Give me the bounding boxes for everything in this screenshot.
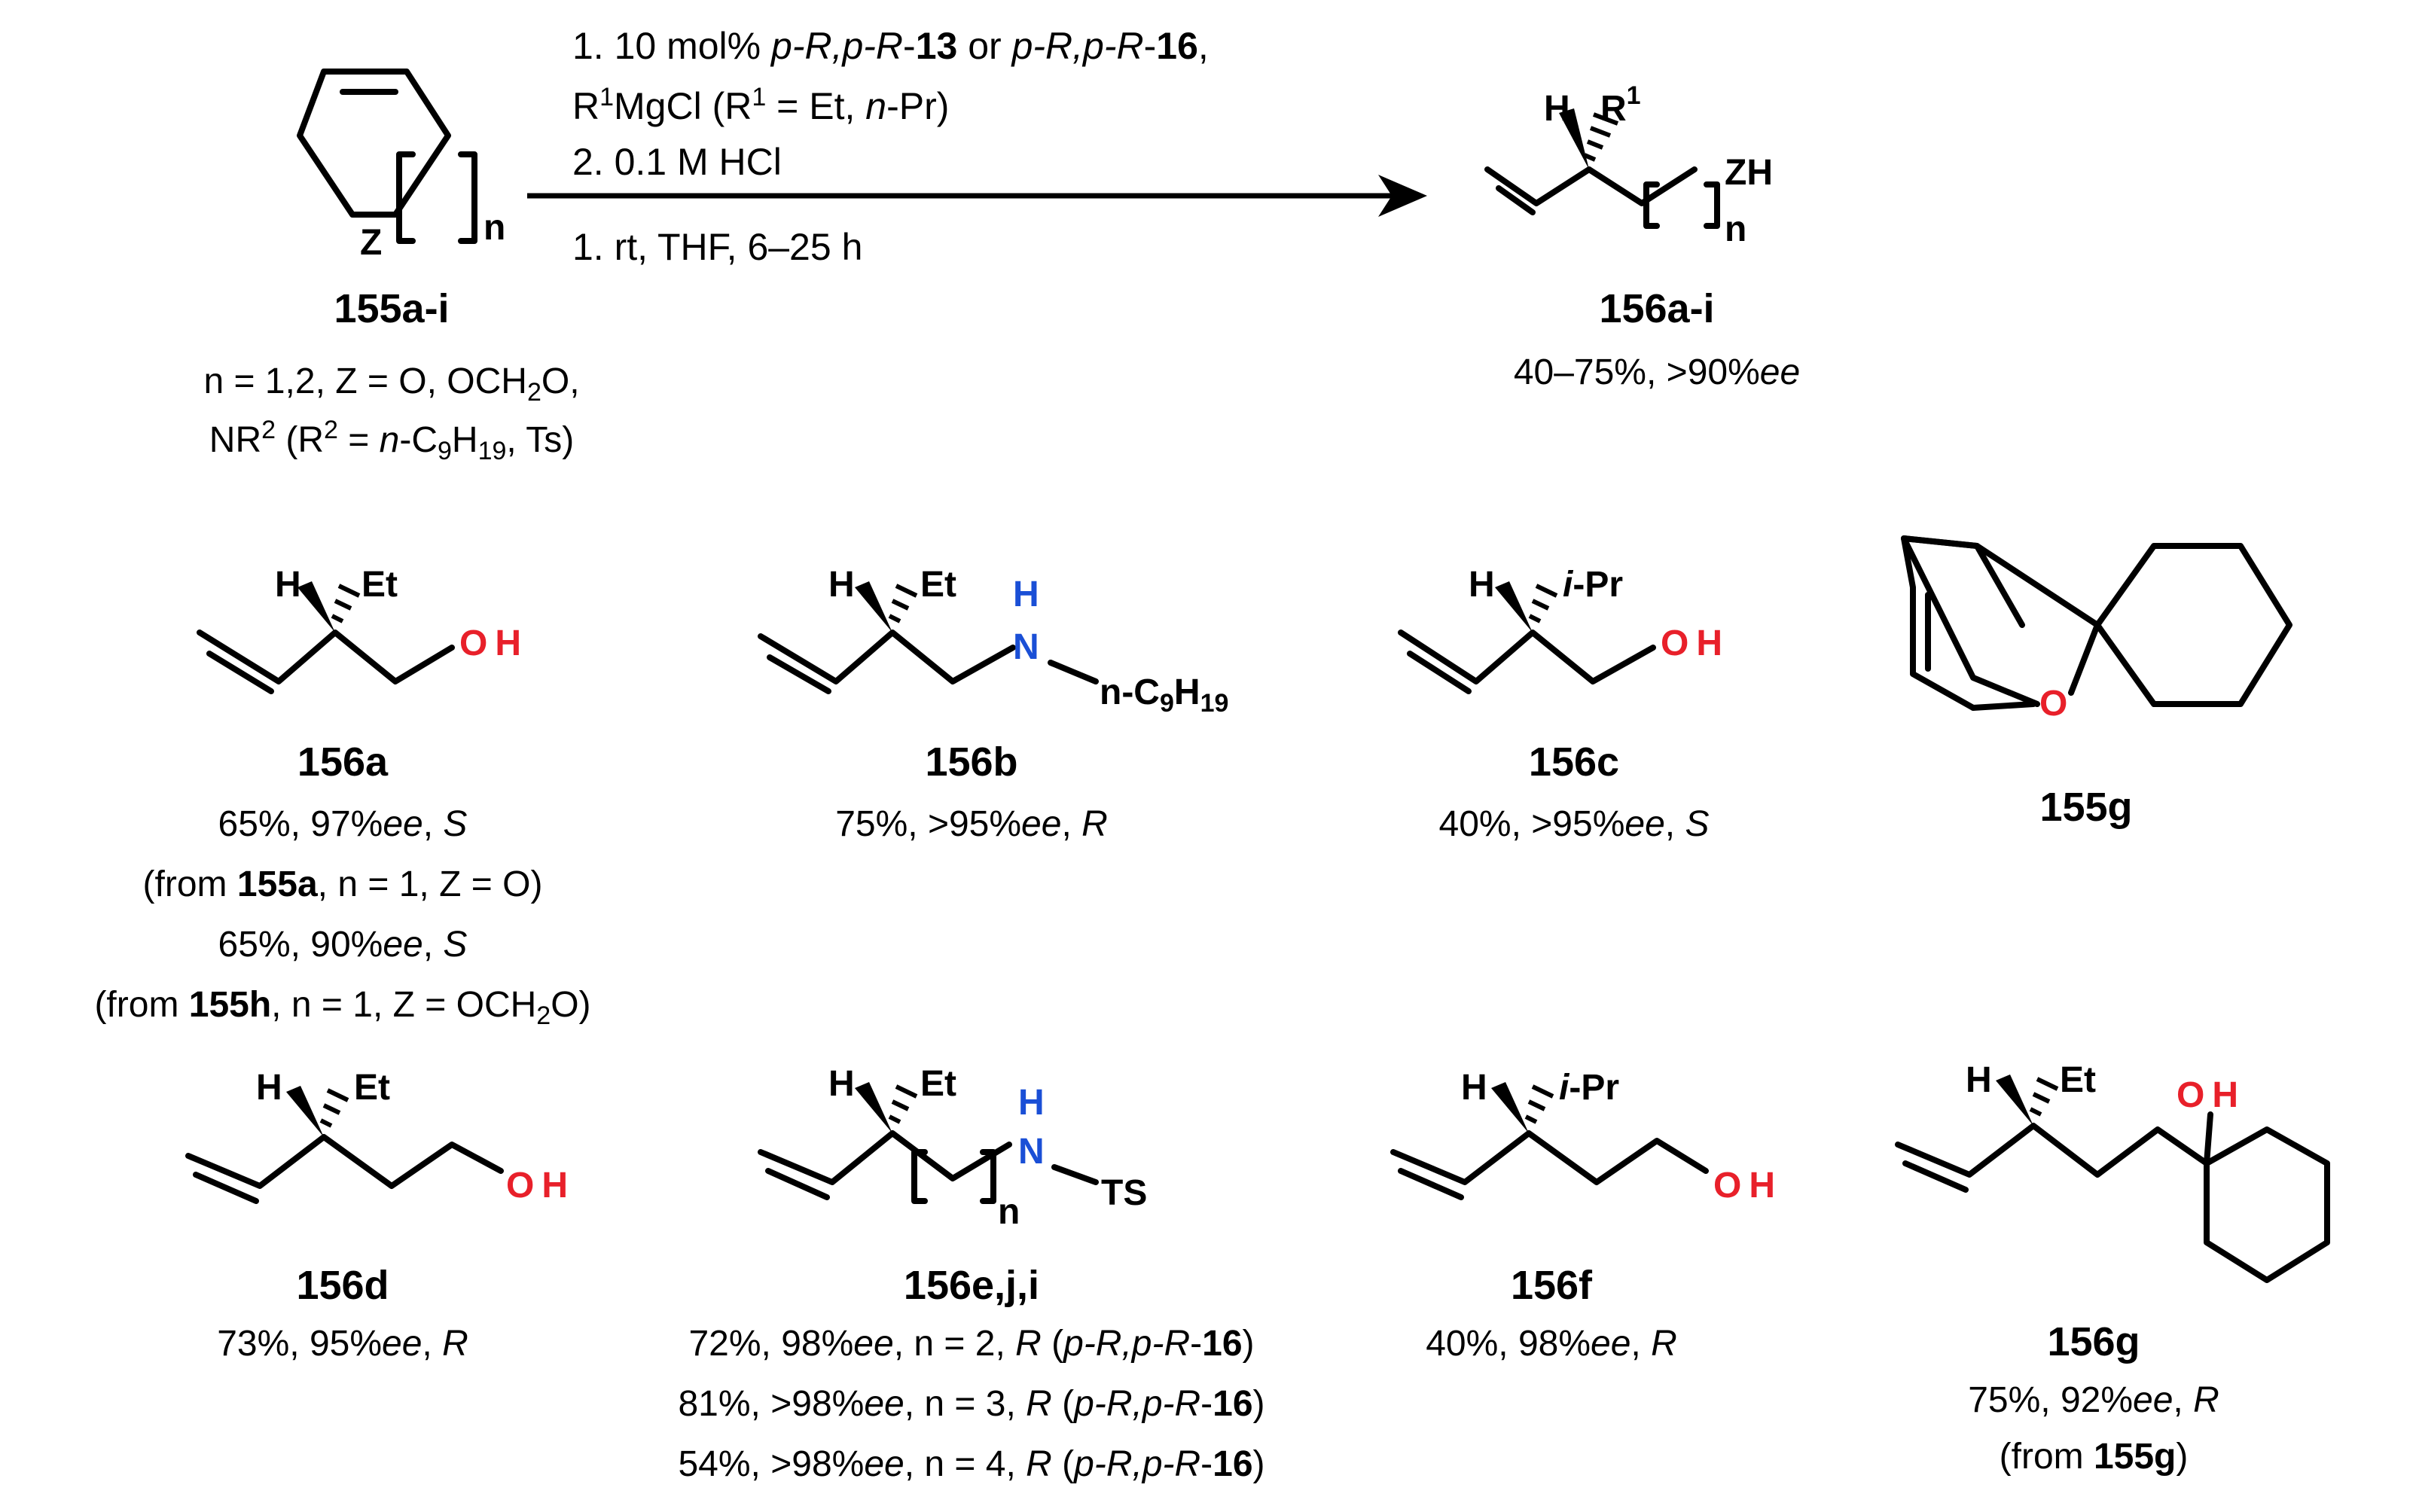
yield-156c: 40%, >95%ee, S xyxy=(1439,804,1710,844)
atom-Et: Et xyxy=(920,565,956,605)
atom-Z: Z xyxy=(360,223,382,263)
compound-label-156a: 156a xyxy=(297,739,389,785)
yield-156a-2: (from 155a, n = 1, Z = O) xyxy=(143,864,543,904)
yield-156f: 40%, 98%ee, R xyxy=(1426,1324,1677,1364)
atom-H: H xyxy=(828,565,855,605)
atom-Et: Et xyxy=(2060,1060,2096,1100)
atom-NH-H: H xyxy=(1018,1083,1045,1123)
atom-Et: Et xyxy=(354,1068,390,1108)
yield-156a-3: 65%, 90%ee, S xyxy=(218,925,468,965)
product-156a-i-structure: H R1 ZH n xyxy=(1484,81,1773,249)
substrate-155a-i-structure: Z n xyxy=(297,69,505,263)
atom-Et: Et xyxy=(920,1064,956,1104)
compound-label-156e: 156e,j,i xyxy=(904,1263,1039,1308)
compound-label-156b: 156b xyxy=(925,739,1017,785)
atom-R1: R1 xyxy=(1600,81,1641,129)
yield-156g-1: 75%, 92%ee, R xyxy=(1968,1380,2219,1420)
compound-label-156c: 156c xyxy=(1529,739,1619,785)
atom-H: H xyxy=(256,1068,282,1108)
compound-156b-structure: H Et H N n-C9H19 xyxy=(758,565,1228,718)
atom-TS: TS xyxy=(1101,1173,1147,1213)
reaction-arrow xyxy=(527,175,1427,217)
compound-label-155g: 155g xyxy=(2039,785,2132,830)
substrate-condition-line-1: n = 1,2, Z = O, OCH2O, xyxy=(203,361,579,407)
product-yield-line: 40–75%, >90%ee xyxy=(1514,352,1800,392)
yield-156a-4: (from 155h, n = 1, Z = OCH2O) xyxy=(94,985,590,1030)
atom-ZH: ZH xyxy=(1725,153,1773,193)
yield-156a-1: 65%, 97%ee, S xyxy=(218,804,468,844)
atom-H: H xyxy=(1469,565,1495,605)
atom-iPr: i-Pr xyxy=(1559,1068,1619,1108)
index-n: n xyxy=(1725,209,1746,249)
atom-nC9H19: n-C9H19 xyxy=(1100,672,1228,718)
yield-156b: 75%, >95%ee, R xyxy=(835,804,1108,844)
atom-Et: Et xyxy=(361,565,398,605)
compound-label-156d: 156d xyxy=(296,1263,389,1308)
index-n: n xyxy=(998,1192,1020,1232)
substrate-condition-line-2: NR2 (R2 = n-C9H19, Ts) xyxy=(209,416,574,465)
compound-label-156f: 156f xyxy=(1511,1263,1593,1308)
condition-line-3: 2. 0.1 M HCl xyxy=(572,141,782,183)
atom-iPr: i-Pr xyxy=(1563,565,1623,605)
yield-156g-2: (from 155g) xyxy=(2000,1437,2189,1477)
compound-label-156g: 156g xyxy=(2047,1319,2140,1364)
yield-156d: 73%, 95%ee, R xyxy=(217,1324,468,1364)
compound-label-155a-i: 155a-i xyxy=(334,286,449,331)
yield-156e-row-2: 81%, >98%ee, n = 3, R (p-R,p-R-16) xyxy=(678,1384,1264,1424)
compound-155g-structure: O xyxy=(1901,535,2292,724)
atom-H: H xyxy=(828,1064,855,1104)
compound-label-156a-i: 156a-i xyxy=(1599,286,1714,331)
atom-H: H xyxy=(1461,1068,1487,1108)
condition-line-1: 1. 10 mol% p-R,p-R-13 or p-R,p-R-16, xyxy=(572,25,1209,67)
atom-N: N xyxy=(1013,627,1039,667)
atom-O: O xyxy=(2039,684,2067,724)
yield-156e-row-1: 72%, 98%ee, n = 2, R (p-R,p-R-16) xyxy=(688,1324,1254,1364)
atom-H: H xyxy=(1544,89,1570,129)
atom-H: H xyxy=(275,565,301,605)
condition-line-4: 1. rt, THF, 6–25 h xyxy=(572,226,862,268)
compound-156e-structure: H Et H N TS n xyxy=(758,1064,1147,1232)
atom-H: H xyxy=(1966,1060,1992,1100)
atom-N: N xyxy=(1018,1132,1045,1172)
atom-NH-H: H xyxy=(1013,575,1039,614)
condition-line-2: R1MgCl (R1 = Et, n-Pr) xyxy=(572,83,949,127)
index-n: n xyxy=(484,208,505,248)
yield-156e-row-3: 54%, >98%ee, n = 4, R (p-R,p-R-16) xyxy=(678,1444,1264,1484)
